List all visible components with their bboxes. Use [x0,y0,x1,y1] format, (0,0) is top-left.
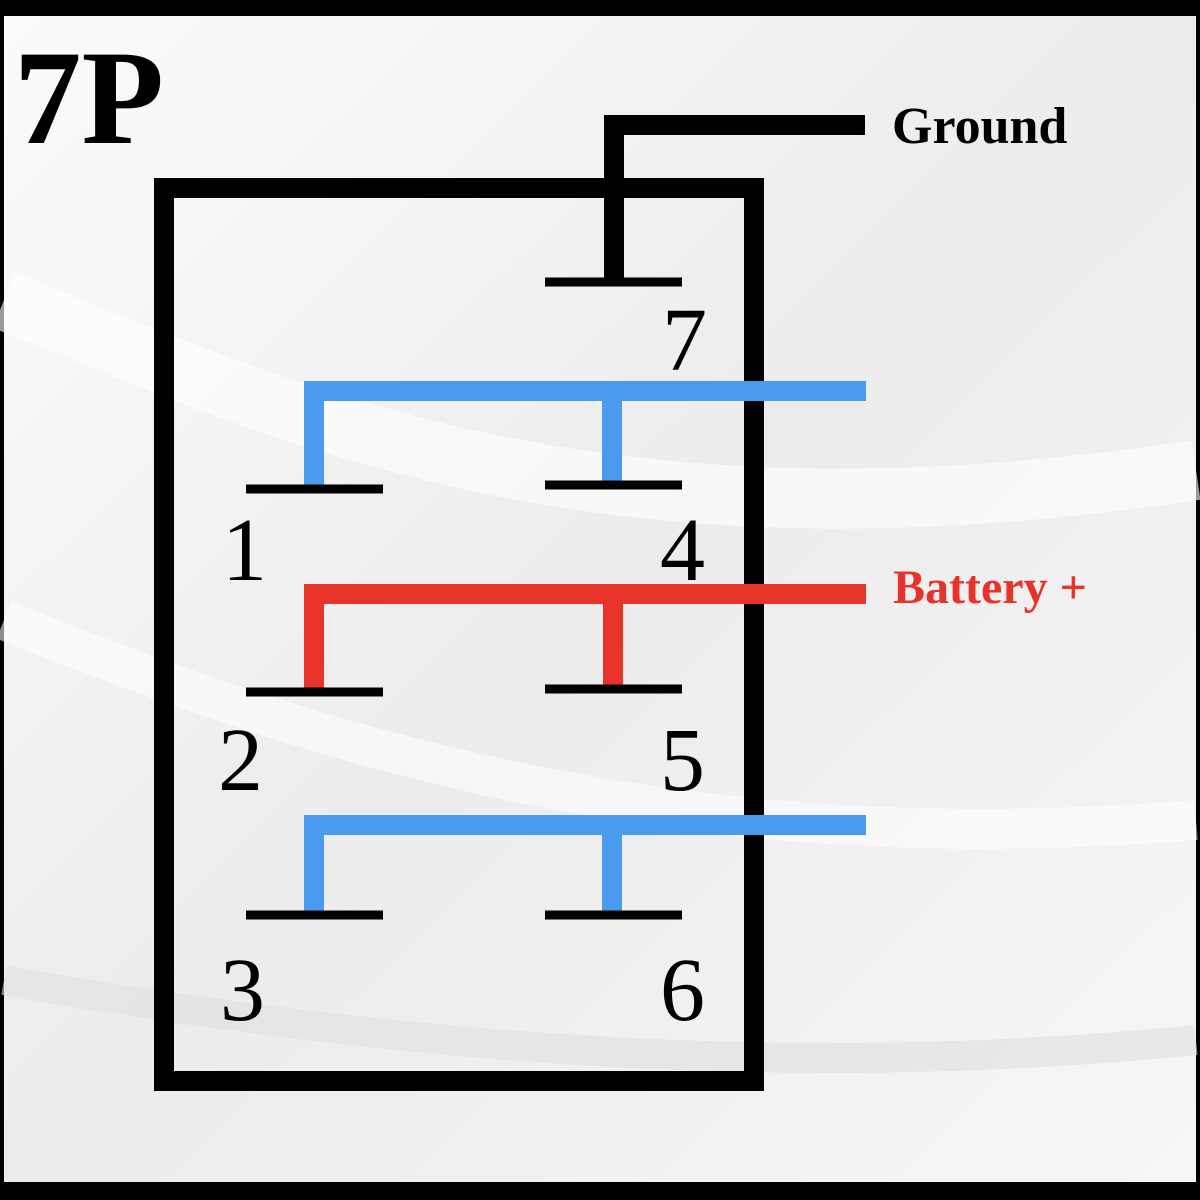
pin-label-6: 6 [660,941,705,1040]
pin-label-2: 2 [218,711,263,810]
switch-housing [154,178,764,1091]
lower-blue-wire [304,815,866,913]
pin-label-4: 4 [660,501,705,600]
pin-label-7: 7 [662,291,707,390]
pin-label-5: 5 [660,711,705,810]
ground-label: Ground [892,98,1067,155]
battery-label: Battery + [893,561,1087,614]
pin-label-1: 1 [222,501,267,600]
background-swoosh [0,272,1200,529]
ground-wire [604,115,865,282]
pin-label-3: 3 [220,941,265,1040]
diagram-title: 7P [14,24,164,173]
battery-wire [304,584,866,690]
upper-blue-wire [304,381,866,487]
background-swoosh [1,965,1198,1073]
